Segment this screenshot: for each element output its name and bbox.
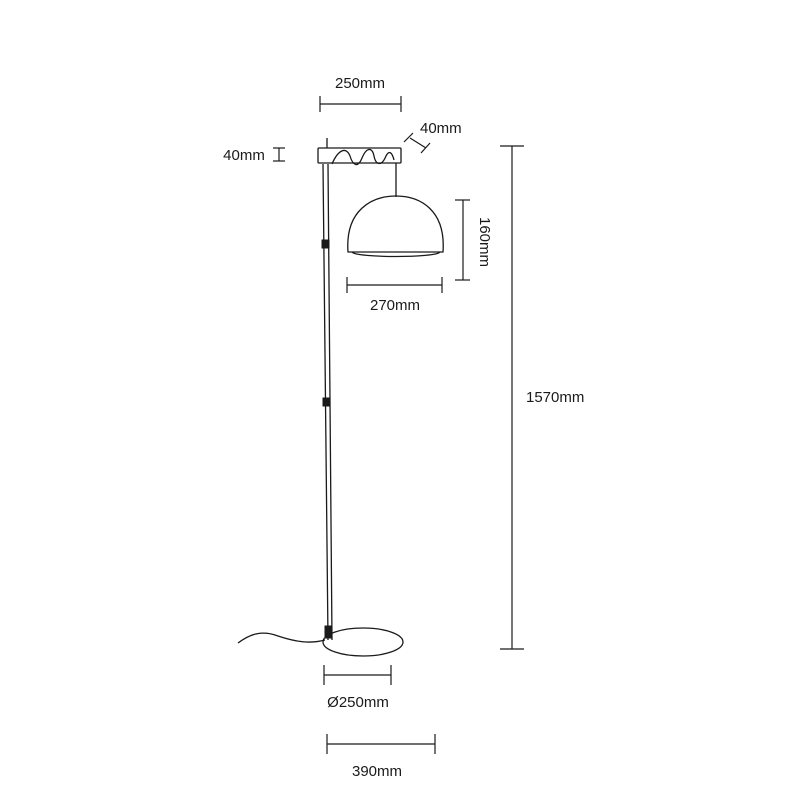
dim-shade-width: 270mm xyxy=(346,277,443,314)
dim-total-height: 1570mm xyxy=(500,145,584,650)
shade-height-label: 160mm xyxy=(476,217,493,267)
power-cord xyxy=(237,632,326,644)
total-height-label: 1570mm xyxy=(526,389,584,406)
arm-height-label: 40mm xyxy=(223,147,265,164)
lamp-base xyxy=(322,627,404,657)
dim-arm-height: 40mm xyxy=(223,147,285,164)
arm-width-label: 250mm xyxy=(335,75,385,92)
lamp-arm xyxy=(317,147,402,164)
coiled-cable xyxy=(331,148,395,166)
dim-arm-depth: 40mm xyxy=(403,120,462,154)
shade-width-label: 270mm xyxy=(370,297,420,314)
dim-arm-width: 250mm xyxy=(319,75,402,112)
dim-total-footprint: 390mm xyxy=(326,734,436,780)
dim-base-diameter: Ø250mm xyxy=(323,665,392,711)
arm-depth-label: 40mm xyxy=(420,120,462,137)
lamp-shade xyxy=(347,195,444,253)
floor-lamp-drawing xyxy=(237,138,444,657)
dim-shade-height: 160mm xyxy=(455,199,493,281)
total-footprint-label: 390mm xyxy=(352,763,402,780)
base-diameter-label: Ø250mm xyxy=(327,694,389,711)
